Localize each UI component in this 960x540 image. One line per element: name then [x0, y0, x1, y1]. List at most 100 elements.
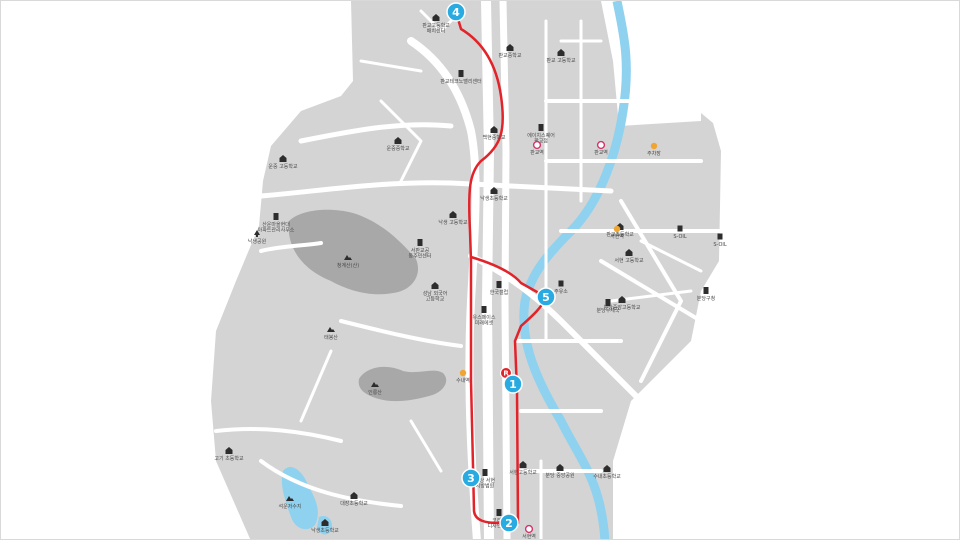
- poi-label: 낙생 고등학교: [438, 219, 468, 226]
- poi-label: 낙생초등학교: [480, 195, 508, 202]
- route-marker-number: 3: [467, 472, 475, 485]
- poi-label: 지방법원: [476, 483, 495, 490]
- poi-label: 판교초등학교: [606, 231, 634, 238]
- poi-label: 판교역: [594, 149, 608, 156]
- gas-station-icon: 주유소: [554, 280, 568, 295]
- poi-label: 인릉산: [368, 389, 382, 396]
- school-icon: 분당 중앙공원: [545, 464, 575, 479]
- poi-label: S-OIL: [713, 242, 727, 248]
- subway-icon: 서현역: [522, 524, 536, 539]
- school-icon: 낙생초등학교: [480, 187, 508, 202]
- poi-label: 고등학교: [426, 296, 445, 303]
- poi-label: 분당우체국: [596, 307, 619, 314]
- poi-label: 분당 중앙공원: [545, 472, 575, 479]
- route-marker-1[interactable]: 1: [503, 374, 523, 394]
- poi-label: 한국갤럽: [490, 289, 508, 296]
- poi-label: 운중중학교: [386, 145, 409, 152]
- route-marker-number: 2: [505, 517, 513, 530]
- school-icon: 운중중학교: [386, 137, 410, 152]
- subway-icon: 판교역: [594, 140, 608, 156]
- poi-label: 서현고등학교: [509, 469, 537, 476]
- park-cheonggye: [288, 209, 419, 295]
- poi-label: 아파트관리사무소: [258, 227, 295, 234]
- route-marker-layer: R1 2 3 4 5: [446, 2, 556, 533]
- poi-label: 서판교공: [411, 247, 430, 254]
- poi-label: 판교테크노밸리센터: [440, 78, 481, 85]
- poi-label: 배치센터: [427, 28, 445, 35]
- poi-label: 판교역: [530, 149, 544, 156]
- poi-label: 태봉산: [324, 334, 338, 341]
- gas-station-icon: S-OIL: [713, 233, 727, 248]
- poi-label: 대장초등학교: [340, 500, 368, 507]
- poi-label: 판교중학교: [498, 52, 521, 59]
- poi-label: 서현 고등학교: [614, 257, 644, 264]
- poi-label: 유스페이스: [472, 314, 495, 321]
- building-icon: 분당우체국: [596, 299, 620, 314]
- parking-icon: 주차장: [647, 142, 661, 157]
- reservoir: [281, 466, 318, 530]
- building-icon: 분당구청: [697, 287, 715, 302]
- school-icon: 운중 고등학교: [268, 155, 298, 170]
- poi-label: 판교점: [534, 138, 548, 145]
- school-icon: 대장초등학교: [340, 492, 368, 507]
- school-icon: 판교 고등학교: [546, 49, 576, 64]
- poi-label: 수내역: [456, 377, 470, 384]
- poi-label: S-OIL: [673, 234, 687, 240]
- mountain-icon: 석운저수지: [278, 496, 302, 510]
- poi-label: 판교고등학교: [422, 22, 450, 29]
- route-marker-5[interactable]: 5: [536, 287, 556, 307]
- poi-label: 주유소: [554, 289, 568, 295]
- route-marker-number: 4: [452, 6, 460, 19]
- poi-label: 디자인센터: [487, 523, 510, 530]
- poi-label: 청계산(산): [337, 262, 359, 269]
- poi-label: 산운마을현대: [262, 221, 290, 228]
- poi-label: 서현역: [522, 533, 536, 539]
- road-network: [214, 1, 723, 539]
- poi-label: 분당구청: [697, 295, 715, 302]
- school-icon: 낙생초등학교: [311, 519, 339, 534]
- route-marker-4[interactable]: 4: [446, 2, 466, 22]
- school-icon: 낙생 고등학교: [438, 211, 468, 226]
- school-icon: 서현고등학교: [509, 461, 537, 476]
- school-icon: 서현 고등학교: [614, 249, 644, 264]
- school-icon: 수내초등학교: [593, 465, 621, 480]
- parking-icon: 서현역: [610, 225, 624, 240]
- park-inreung: [358, 366, 447, 402]
- poi-label: 백현중학교: [482, 134, 505, 141]
- poi-label: 미래에셋: [475, 320, 494, 327]
- route-marker-3[interactable]: 3: [461, 468, 481, 488]
- bus-stop-label: R: [503, 370, 509, 378]
- gas-station-icon: S-OIL: [673, 225, 687, 240]
- route-marker-2[interactable]: 2: [499, 513, 519, 533]
- poi-label: 판교 고등학교: [546, 57, 576, 64]
- poi-label: 낙생초등학교: [311, 527, 339, 534]
- poi-label: 동주민센터: [408, 253, 431, 260]
- school-icon: 판교중학교: [498, 44, 522, 59]
- building-icon: 한국갤럽: [490, 281, 508, 296]
- route-line: [454, 11, 548, 525]
- mountain-icon: 태봉산: [324, 327, 338, 341]
- school-icon: 고기 초등학교: [214, 447, 244, 462]
- building-icon: 판교테크노밸리센터: [440, 70, 482, 85]
- park-icon: 낙생공원: [248, 230, 267, 245]
- poi-label: 에이치스퀘어: [527, 132, 555, 139]
- poi-label: 낙생공원: [248, 238, 267, 245]
- poi-label: 분당중앙고등학교: [604, 304, 641, 311]
- poi-label: 서현역: [610, 233, 624, 240]
- school-icon: 분당중앙고등학교: [604, 296, 641, 311]
- poi-label: 석운저수지: [278, 503, 301, 510]
- poi-label: 주차장: [647, 150, 661, 157]
- poi-label: 운중 고등학교: [268, 163, 298, 170]
- route-marker-number: 1: [509, 378, 517, 391]
- mountain-icon: 인릉산: [368, 382, 382, 396]
